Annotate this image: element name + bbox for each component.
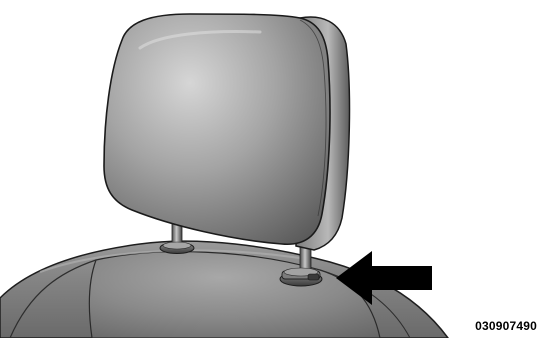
headrest-adjustment-button xyxy=(280,268,322,286)
headrest-cushion xyxy=(104,14,349,250)
figure-number: 030907490 xyxy=(475,319,537,333)
